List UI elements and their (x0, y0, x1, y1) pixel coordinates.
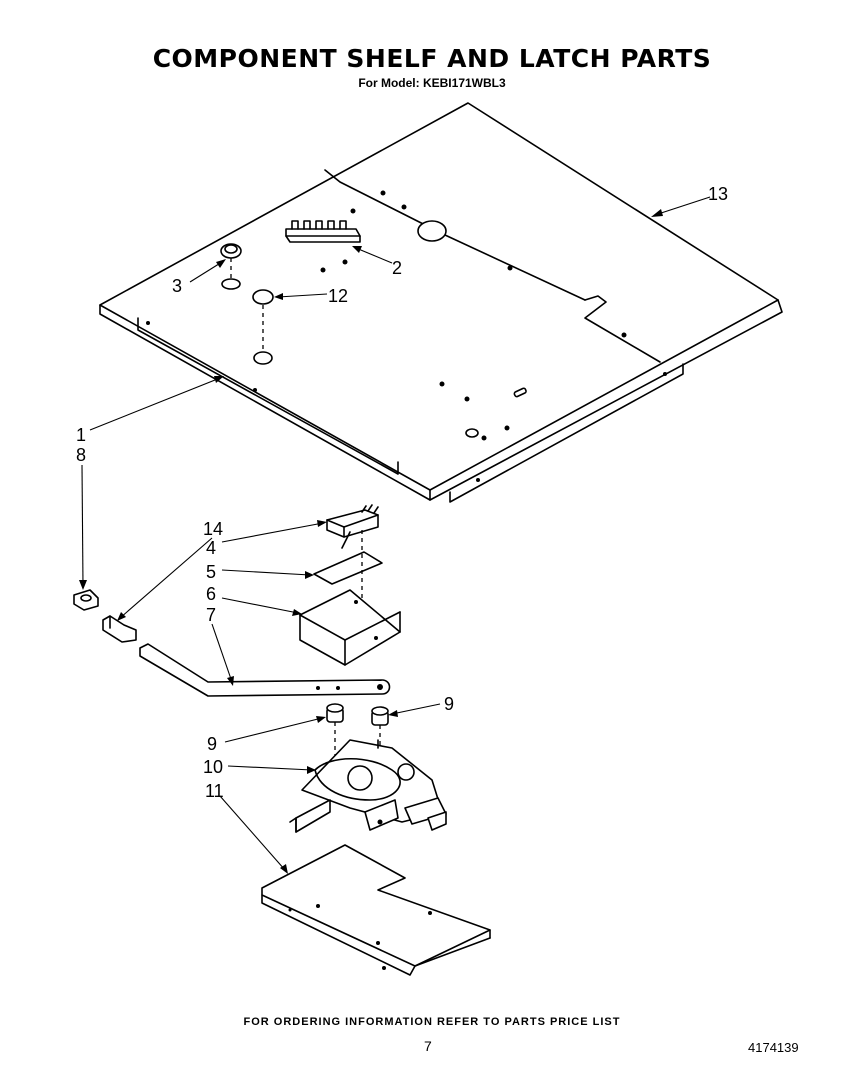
page-number: 7 (424, 1038, 432, 1054)
callout-9-left: 9 (207, 734, 217, 754)
terminal-block (285, 220, 361, 243)
latch-knob (73, 589, 99, 611)
callout-3: 3 (172, 276, 182, 296)
lock-switch (326, 504, 379, 549)
callout-7: 7 (206, 605, 216, 625)
callout-12: 12 (328, 286, 348, 306)
document-number: 4174139 (748, 1040, 799, 1055)
callout-10: 10 (203, 757, 223, 777)
callout-5: 5 (206, 562, 216, 582)
page-title: COMPONENT SHELF AND LATCH PARTS (152, 44, 712, 73)
callout-11: 11 (205, 781, 224, 801)
cover-plate (261, 844, 491, 976)
callout-4: 4 (206, 538, 216, 558)
ordering-note: FOR ORDERING INFORMATION REFER TO PARTS … (243, 1016, 621, 1028)
callout-6: 6 (206, 584, 216, 604)
callout-2: 2 (392, 258, 402, 278)
plug-button (252, 289, 274, 365)
callout-1: 1 (76, 425, 86, 445)
grommet (220, 243, 242, 290)
switch-bracket (299, 589, 401, 666)
latch-mechanism (289, 739, 447, 833)
switch-insulator (313, 551, 383, 585)
component-shelf (99, 102, 783, 503)
latch-link (139, 643, 391, 697)
leader-lines (79, 196, 711, 874)
model-subtitle: For Model: KEBI171WBL3 (358, 76, 506, 90)
callout-14: 14 (203, 519, 223, 539)
callout-9-right: 9 (444, 694, 454, 714)
latch-handle (102, 615, 137, 643)
callout-labels: 13 2 3 12 1 8 14 4 5 6 7 9 9 10 11 (76, 184, 728, 801)
callout-8: 8 (76, 445, 86, 465)
callout-13: 13 (708, 184, 728, 204)
